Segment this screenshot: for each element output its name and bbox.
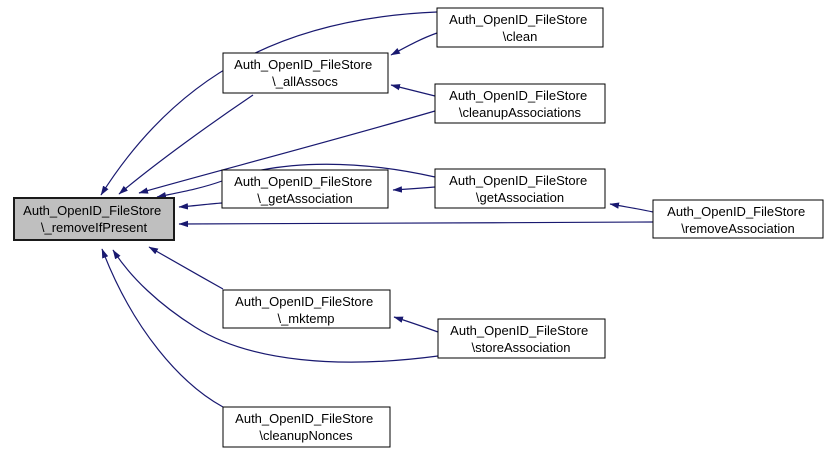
node-removeIfPresent-box [13, 197, 175, 241]
edge-getAssociationPrivate-to-removeIfPresent [178, 202, 223, 210]
node-allAssocs-box [222, 52, 389, 94]
edge-clean-to-allAssocs [390, 32, 438, 56]
node-getAssociation-label: Auth_OpenID_FileStore \getAssociation [449, 173, 591, 205]
node-removeIfPresent-label: Auth_OpenID_FileStore \_removeIfPresent [23, 203, 165, 235]
node-getAssociationPrivate[interactable]: Auth_OpenID_FileStore \_getAssociation [221, 169, 389, 209]
node-removeAssociation-label: Auth_OpenID_FileStore \removeAssociation [667, 204, 809, 236]
edge-storeAssociation-to-mktemp [393, 316, 439, 333]
node-cleanupAssociations-box [434, 83, 606, 124]
node-mktemp-box [222, 289, 391, 329]
node-storeAssociation-box [437, 318, 606, 359]
node-cleanupAssociations-label: Auth_OpenID_FileStore \cleanupAssociatio… [449, 88, 591, 120]
node-getAssociation[interactable]: Auth_OpenID_FileStore \getAssociation [434, 168, 606, 209]
node-getAssociationPrivate-box [221, 169, 389, 209]
edge-mktemp-to-removeIfPresent [148, 246, 224, 290]
node-removeAssociation-box [652, 199, 824, 239]
node-removeIfPresent: Auth_OpenID_FileStore \_removeIfPresent [13, 197, 175, 241]
node-allAssocs[interactable]: Auth_OpenID_FileStore \_allAssocs [222, 52, 389, 94]
node-clean-label: Auth_OpenID_FileStore \clean [449, 12, 591, 44]
edge-storeAssociation-to-removeIfPresent [112, 249, 439, 363]
node-getAssociationPrivate-label: Auth_OpenID_FileStore \_getAssociation [234, 174, 376, 206]
edge-getAssociation-to-getAssociationPrivate [392, 186, 436, 193]
node-cleanupNonces[interactable]: Auth_OpenID_FileStore \cleanupNonces [222, 406, 391, 448]
node-getAssociation-box [434, 168, 606, 209]
node-storeAssociation[interactable]: Auth_OpenID_FileStore \storeAssociation [437, 318, 606, 359]
edge-cleanupAssociations-to-allAssocs [390, 84, 436, 97]
node-removeAssociation[interactable]: Auth_OpenID_FileStore \removeAssociation [652, 199, 824, 239]
node-clean[interactable]: Auth_OpenID_FileStore \clean [436, 7, 604, 48]
edge-cleanupAssociations-to-removeIfPresent [138, 110, 436, 194]
node-cleanupAssociations[interactable]: Auth_OpenID_FileStore \cleanupAssociatio… [434, 83, 606, 124]
node-mktemp-label: Auth_OpenID_FileStore \_mktemp [235, 294, 377, 326]
node-cleanupNonces-box [222, 406, 391, 448]
edge-cleanupNonces-to-removeIfPresent [101, 248, 224, 408]
node-cleanupNonces-label: Auth_OpenID_FileStore \cleanupNonces [235, 411, 377, 443]
edge-allAssocs-to-removeIfPresent [118, 94, 254, 195]
edge-removeAssociation-to-getAssociation [609, 202, 654, 213]
node-allAssocs-label: Auth_OpenID_FileStore \_allAssocs [234, 57, 376, 89]
node-mktemp[interactable]: Auth_OpenID_FileStore \_mktemp [222, 289, 391, 329]
node-clean-box [436, 7, 604, 48]
node-storeAssociation-label: Auth_OpenID_FileStore \storeAssociation [450, 323, 592, 355]
edge-removeAssociation-to-removeIfPresent [178, 220, 654, 228]
